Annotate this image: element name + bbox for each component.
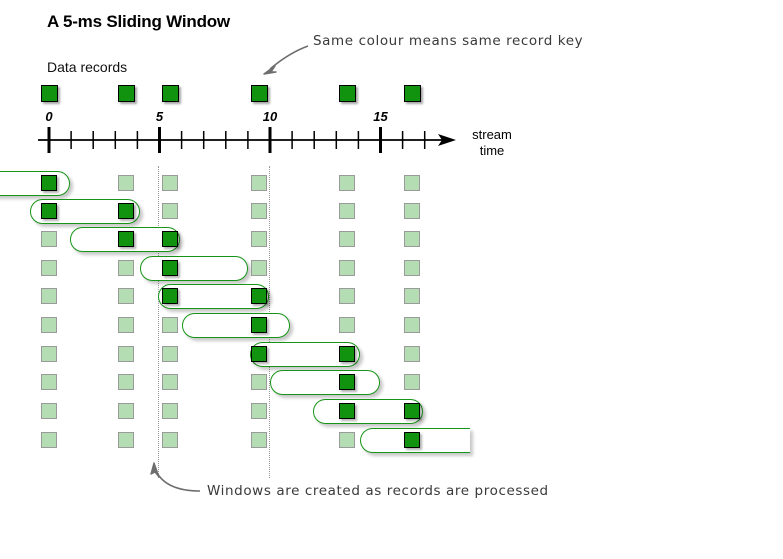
record-outside-window (118, 346, 134, 362)
record-in-window (251, 288, 267, 304)
record-in-window (162, 260, 178, 276)
record-in-window (251, 317, 267, 333)
record-outside-window (251, 175, 267, 191)
data-record-square (251, 85, 268, 102)
record-outside-window (251, 260, 267, 276)
record-outside-window (251, 374, 267, 390)
record-outside-window (404, 317, 420, 333)
record-in-window (404, 403, 420, 419)
record-outside-window (251, 203, 267, 219)
data-records-label: Data records (47, 59, 128, 75)
axis-tick-label: 15 (373, 109, 388, 124)
record-outside-window (41, 288, 57, 304)
sliding-window-capsule[interactable] (270, 370, 380, 395)
record-in-window (162, 288, 178, 304)
record-outside-window (41, 231, 57, 247)
record-outside-window (404, 346, 420, 362)
stream-label-line1: stream (472, 127, 512, 142)
record-outside-window (251, 403, 267, 419)
record-outside-window (41, 317, 57, 333)
stream-label-line2: time (479, 143, 505, 158)
record-in-window (339, 403, 355, 419)
record-outside-window (162, 203, 178, 219)
record-outside-window (162, 432, 178, 448)
sliding-window-capsule[interactable] (182, 313, 290, 338)
sliding-window-capsule[interactable] (0, 171, 70, 196)
axis-arrowhead (438, 134, 456, 146)
record-outside-window (41, 260, 57, 276)
record-outside-window (339, 260, 355, 276)
record-outside-window (162, 346, 178, 362)
record-outside-window (404, 203, 420, 219)
record-outside-window (41, 346, 57, 362)
record-in-window (118, 231, 134, 247)
stream-time-axis-label: stream time (457, 127, 527, 159)
dotted-guide-t5 (158, 166, 159, 478)
record-outside-window (118, 317, 134, 333)
record-in-window (41, 175, 57, 191)
record-outside-window (162, 175, 178, 191)
annotation-same-colour: Same colour means same record key (313, 33, 584, 49)
record-outside-window (162, 403, 178, 419)
data-record-square (162, 85, 179, 102)
record-outside-window (41, 432, 57, 448)
record-outside-window (118, 403, 134, 419)
record-in-window (339, 346, 355, 362)
data-record-square (404, 85, 421, 102)
record-outside-window (339, 203, 355, 219)
record-in-window (41, 203, 57, 219)
record-outside-window (404, 260, 420, 276)
record-outside-window (404, 175, 420, 191)
record-outside-window (404, 288, 420, 304)
data-record-square (41, 85, 58, 102)
sliding-window-capsule[interactable] (140, 256, 248, 281)
record-outside-window (118, 175, 134, 191)
record-outside-window (339, 432, 355, 448)
record-outside-window (162, 374, 178, 390)
axis-tick-label: 0 (45, 109, 53, 124)
record-in-window (251, 346, 267, 362)
record-outside-window (118, 260, 134, 276)
record-outside-window (162, 317, 178, 333)
record-outside-window (339, 288, 355, 304)
record-outside-window (41, 403, 57, 419)
record-outside-window (118, 288, 134, 304)
axis-tick-label: 10 (262, 109, 278, 124)
record-outside-window (339, 231, 355, 247)
record-in-window (162, 231, 178, 247)
annotation-windows-created: Windows are created as records are proce… (207, 483, 549, 499)
record-in-window (339, 374, 355, 390)
record-outside-window (251, 432, 267, 448)
record-outside-window (118, 374, 134, 390)
record-outside-window (41, 374, 57, 390)
record-outside-window (339, 175, 355, 191)
record-in-window (118, 203, 134, 219)
record-outside-window (404, 374, 420, 390)
record-outside-window (404, 231, 420, 247)
record-outside-window (118, 432, 134, 448)
page-title: A 5-ms Sliding Window (47, 12, 230, 31)
data-record-square (118, 85, 135, 102)
data-record-square (339, 85, 356, 102)
record-outside-window (251, 231, 267, 247)
record-outside-window (339, 317, 355, 333)
axis-tick-label: 5 (155, 109, 164, 124)
record-in-window (404, 432, 420, 448)
